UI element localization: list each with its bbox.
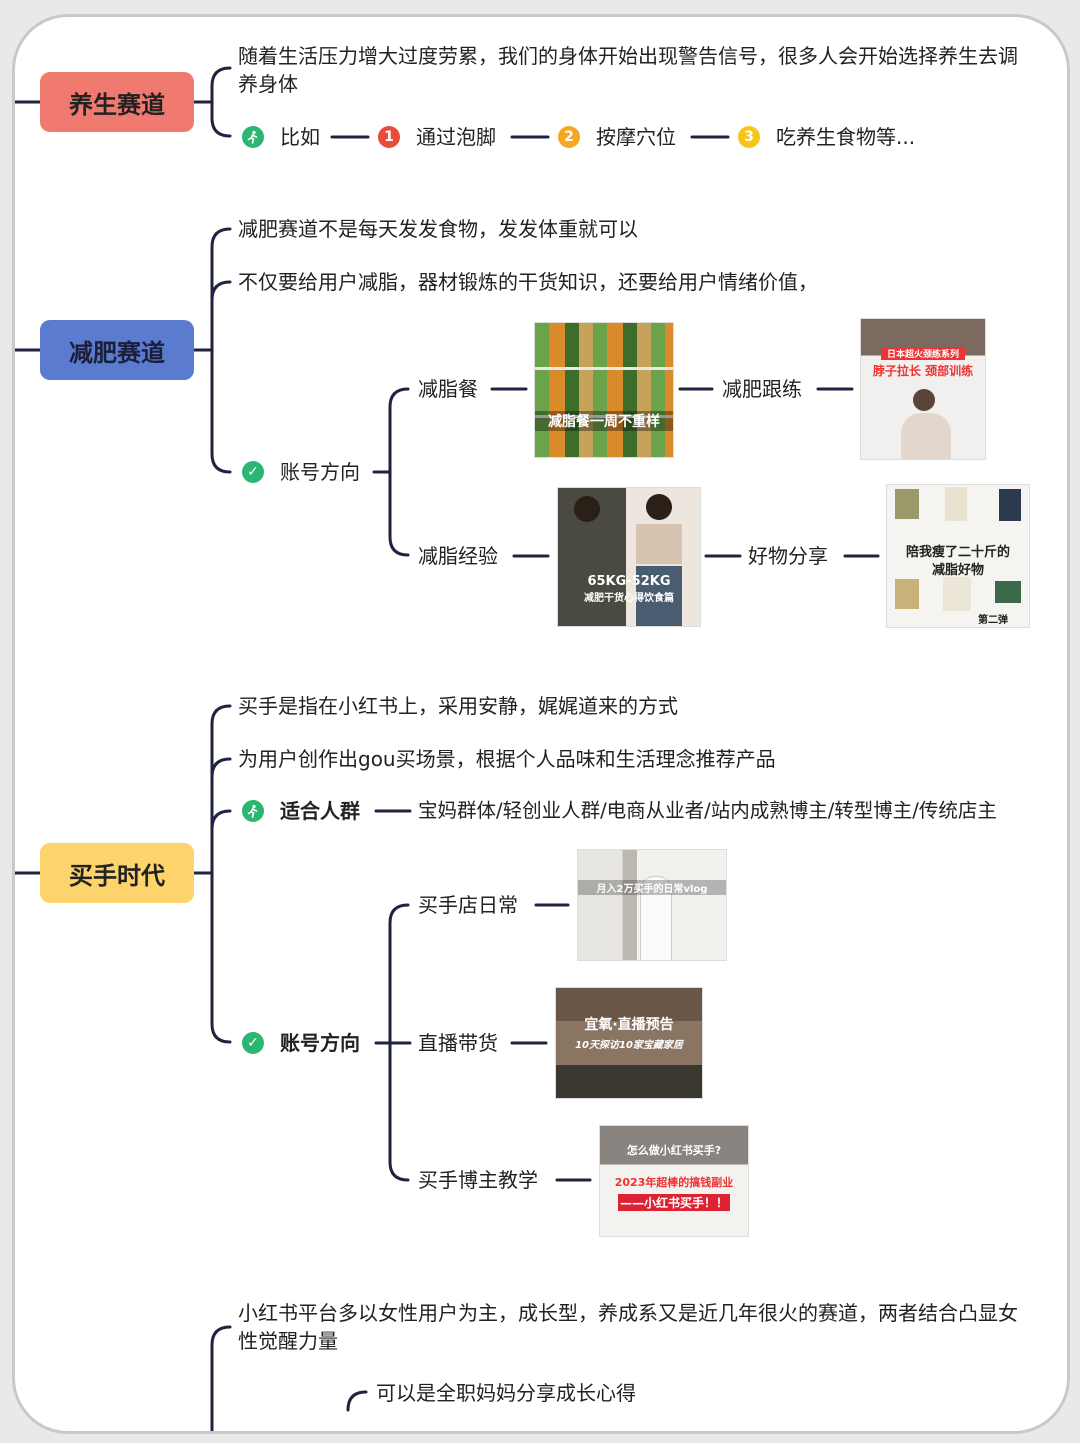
goods-image-caption-2: 减脂好物 [931, 563, 984, 578]
workout-image-title: 日本超火颈练系列 [881, 347, 965, 360]
tag-wellness: 养生赛道 [40, 72, 194, 132]
branch-workout: 减肥跟练 [722, 377, 802, 401]
teach-image-caption-3: ——小红书买手！！ [618, 1194, 730, 1211]
daily-image-caption: 月入2万买手的日常vlog [578, 880, 726, 895]
meal-image-caption: 减脂餐一周不重样 [535, 411, 673, 431]
diet-goods-image: 陪我瘦了二十斤的 减脂好物 第二弹 [886, 484, 1030, 628]
weightloss-desc-1: 减肥赛道不是每天发发食物，发发体重就可以 [238, 217, 638, 241]
wellness-description: 随着生活压力增大过度劳累，我们的身体开始出现警告信号，很多人会开始选择养生去调养… [238, 44, 1018, 96]
branch-fat-loss-experience: 减脂经验 [418, 544, 498, 568]
mindmap-card: 养生赛道 随着生活压力增大过度劳累，我们的身体开始出现警告信号，很多人会开始选择… [12, 14, 1070, 1434]
number-three-badge-icon: 3 [738, 126, 760, 148]
growth-sub-1: 可以是全职妈妈分享成长心得 [376, 1381, 636, 1405]
teach-image-caption-1: 怎么做小红书买手? [626, 1144, 722, 1157]
buyer-desc-2: 为用户创作出gou买场景，根据个人品味和生活理念推荐产品 [238, 747, 776, 771]
experience-image-subcaption: 减肥干货心得饮食篇 [584, 593, 674, 604]
wellness-item-food: 吃养生食物等... [776, 125, 916, 149]
experience-image-caption: 65KG-52KG [587, 574, 671, 589]
before-after-image: 65KG-52KG 减肥干货心得饮食篇 [557, 487, 701, 627]
buyer-direction-label: 账号方向 [280, 1031, 360, 1055]
live-selling-image: 宜氧·直播预告 10天探访10家宝藏家居 [555, 987, 703, 1099]
goods-image-caption-3: 第二弹 [978, 615, 1008, 626]
buyer-daily-image: 月入2万买手的日常vlog [577, 849, 727, 961]
teach-image-caption-2: 2023年超棒的搞钱副业 [614, 1176, 734, 1189]
growth-description: 小红书平台多以女性用户为主，成长型，养成系又是近几年很火的赛道，两者结合凸显女性… [238, 1301, 1018, 1353]
tag-weightloss: 减肥赛道 [40, 320, 194, 380]
meal-prep-image: 减脂餐一周不重样 [534, 322, 674, 458]
branch-goods-sharing: 好物分享 [748, 544, 828, 568]
check-circle-icon: ✓ [242, 1032, 264, 1054]
workout-image-caption: 脖子拉长 颈部训练 [872, 364, 974, 378]
weightloss-desc-2: 不仅要给用户减脂，器材锻炼的干货知识，还要给用户情绪价值， [238, 270, 818, 294]
branch-buyer-teaching: 买手博主教学 [418, 1168, 538, 1192]
connector-lines [15, 66, 880, 1431]
buyer-teaching-image: 怎么做小红书买手? 2023年超棒的搞钱副业 ——小红书买手！！ [599, 1125, 749, 1237]
branch-buyer-daily: 买手店日常 [418, 893, 518, 917]
branch-live-selling: 直播带货 [418, 1031, 498, 1055]
running-person-icon [242, 800, 264, 822]
audience-label: 适合人群 [280, 799, 360, 823]
audience-value: 宝妈群体/轻创业人群/电商从业者/站内成熟博主/转型博主/传统店主 [418, 799, 997, 822]
goods-image-caption-1: 陪我瘦了二十斤的 [905, 545, 1010, 560]
number-one-badge-icon: 1 [378, 126, 400, 148]
branch-fat-loss-meal: 减脂餐 [418, 377, 478, 401]
weightloss-direction-label: 账号方向 [280, 460, 360, 484]
wellness-item-foot-soak: 通过泡脚 [416, 125, 496, 149]
live-image-caption-1: 宜氧·直播预告 [584, 1017, 674, 1033]
check-circle-icon: ✓ [242, 461, 264, 483]
tag-buyer-era: 买手时代 [40, 843, 194, 903]
buyer-desc-1: 买手是指在小红书上，采用安静，娓娓道来的方式 [238, 694, 678, 718]
number-two-badge-icon: 2 [558, 126, 580, 148]
live-image-caption-2: 10天探访10家宝藏家居 [575, 1040, 683, 1051]
wellness-item-massage: 按摩穴位 [596, 125, 676, 149]
running-person-icon [242, 126, 264, 148]
neck-workout-image: 日本超火颈练系列 脖子拉长 颈部训练 [860, 318, 986, 460]
example-label: 比如 [280, 125, 320, 149]
